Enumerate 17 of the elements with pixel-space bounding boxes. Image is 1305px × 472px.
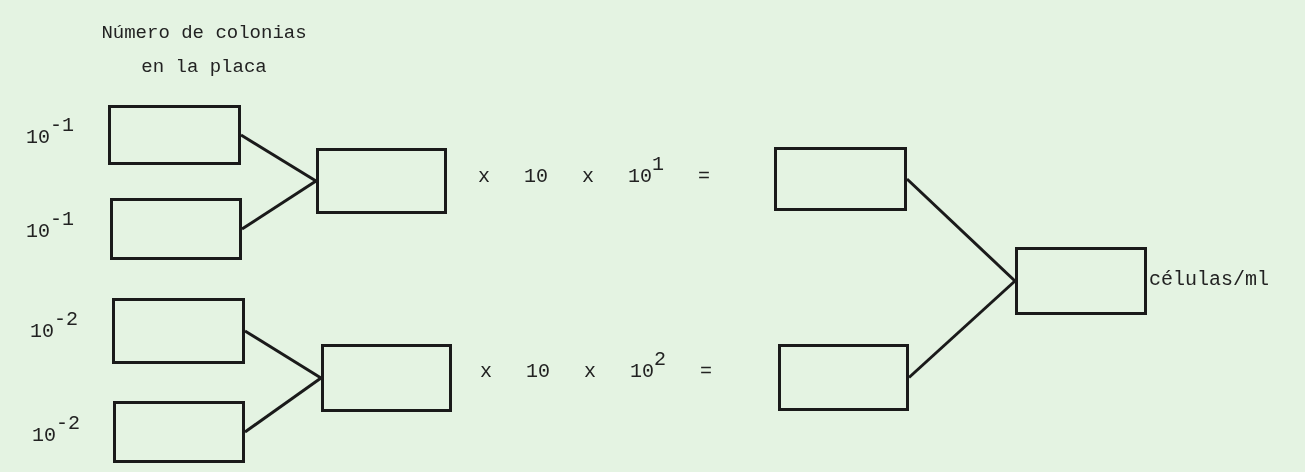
connector-line xyxy=(905,177,1017,283)
connector-line xyxy=(241,179,317,231)
connector-line xyxy=(908,279,1016,379)
answer-box xyxy=(108,105,241,165)
unit-label: células/ml xyxy=(1149,270,1270,290)
answer-box xyxy=(1015,247,1147,315)
answer-box xyxy=(112,298,245,364)
answer-box xyxy=(113,401,245,463)
connector-line xyxy=(240,133,317,183)
connector-line xyxy=(244,329,322,380)
answer-box xyxy=(774,147,907,211)
answer-box xyxy=(316,148,447,214)
answer-box xyxy=(110,198,242,260)
answer-box xyxy=(778,344,909,411)
connector-line xyxy=(244,376,322,434)
column-heading: Número de colonias en la placa xyxy=(100,21,308,80)
answer-box xyxy=(321,344,452,412)
